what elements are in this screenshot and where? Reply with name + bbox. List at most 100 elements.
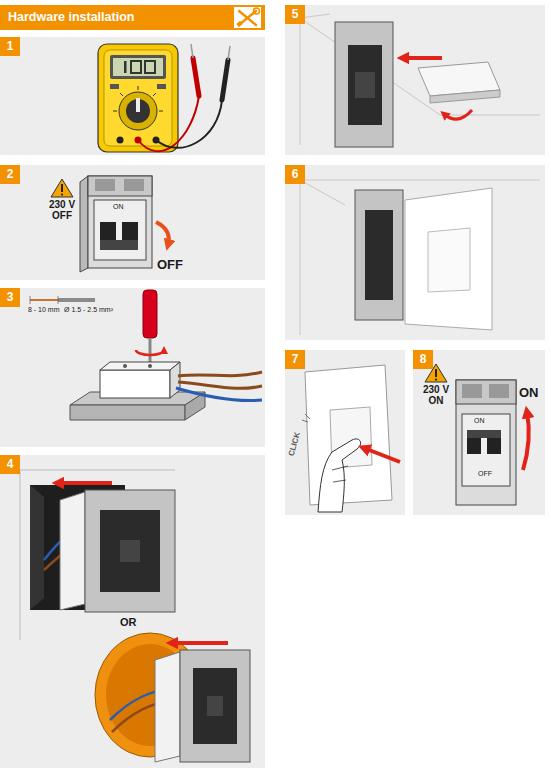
multimeter [98,44,230,152]
step-panel: 6 [285,165,545,340]
print-label: OFF [478,470,492,478]
multimeter [145,61,155,73]
step-panel: 7 [285,350,405,515]
cover-plate [300,180,540,335]
circuit-breaker [80,176,88,272]
panel-ground [413,350,545,515]
wall-box [60,492,85,610]
panel-ground [0,5,545,768]
circuit-breaker [489,384,509,398]
panel-ground [0,288,265,447]
switch-module [148,364,152,368]
panel-ground [0,37,265,155]
multimeter [131,61,141,73]
print-label: 8 - 10 mm [28,306,60,314]
step-number: 7 [285,350,305,369]
circuit-breaker [94,200,146,260]
header-bar [0,5,265,30]
header-bar [0,5,265,30]
stripped-wire [30,299,58,301]
wall-box [100,510,160,592]
cover-plate [428,228,470,292]
flush-box [155,652,180,762]
multimeter [138,86,139,90]
step-panel: 5 [285,5,545,155]
stripped-wire [58,296,59,304]
switch-module [100,370,170,398]
warning-sign [51,179,73,197]
step-panel: 2 [0,165,265,280]
wall-box [30,485,44,610]
multimeter [126,99,150,123]
flush-box [95,633,250,762]
voltage-warning: 230 V ON [416,384,456,406]
panel-ground [0,455,265,768]
module-and-key [444,110,472,119]
switch-module [178,382,262,388]
circuit-breaker [456,380,516,505]
multimeter [222,60,228,100]
flush-box [172,641,228,645]
switch-module [178,372,262,376]
multimeter [136,98,140,112]
module-and-key [348,45,382,125]
warning-sign [61,194,63,196]
step-panel: 8 [413,350,545,515]
circuit-breaker [462,414,510,486]
switch-module [123,364,127,368]
print-label: OFF [157,258,183,272]
switch-module [176,388,262,401]
circuit-breaker [456,380,516,404]
panel-ground [285,5,545,155]
panel-ground [285,165,545,340]
multimeter [113,58,163,76]
multimeter [117,137,124,144]
switch-module [70,405,185,420]
switch-module [100,362,180,370]
switch-module [170,362,180,398]
stripped-wire [30,296,31,304]
stripped-wire [30,296,95,304]
screwdriver [149,338,152,364]
hand-pressing [332,466,348,482]
circuit-breaker [456,380,529,505]
multimeter [156,100,222,148]
multimeter [119,92,157,130]
hand-pressing [305,365,392,505]
step-number: 1 [0,37,20,56]
multimeter [191,44,193,58]
multimeter [124,61,127,73]
multimeter [138,96,199,151]
multimeter [153,93,156,96]
stripped-wire [58,298,95,302]
warning-sign [435,379,437,381]
hand-pressing [302,365,400,512]
multimeter [228,46,230,60]
screwdriver [136,290,164,364]
multimeter [110,55,166,79]
print-label: ON [519,386,539,400]
module-and-key [355,72,375,98]
step-number: 5 [285,5,305,24]
hand-pressing [302,414,310,422]
circuit-breaker [88,176,152,196]
hand-pressing [318,439,361,512]
wall-box [85,490,175,612]
circuit-breaker [124,179,144,191]
cover-plate [355,190,403,320]
module-and-key [403,56,442,60]
circuit-breaker [80,176,169,272]
step-number: 8 [413,350,433,369]
circuit-breaker [156,222,169,245]
cover-plate [405,188,492,330]
multimeter [113,111,117,112]
header-bar [236,21,242,27]
cover-plate [365,210,393,300]
step-number: 6 [285,165,305,184]
multimeter [104,50,172,146]
circuit-breaker [100,240,138,250]
multimeter [120,93,123,96]
